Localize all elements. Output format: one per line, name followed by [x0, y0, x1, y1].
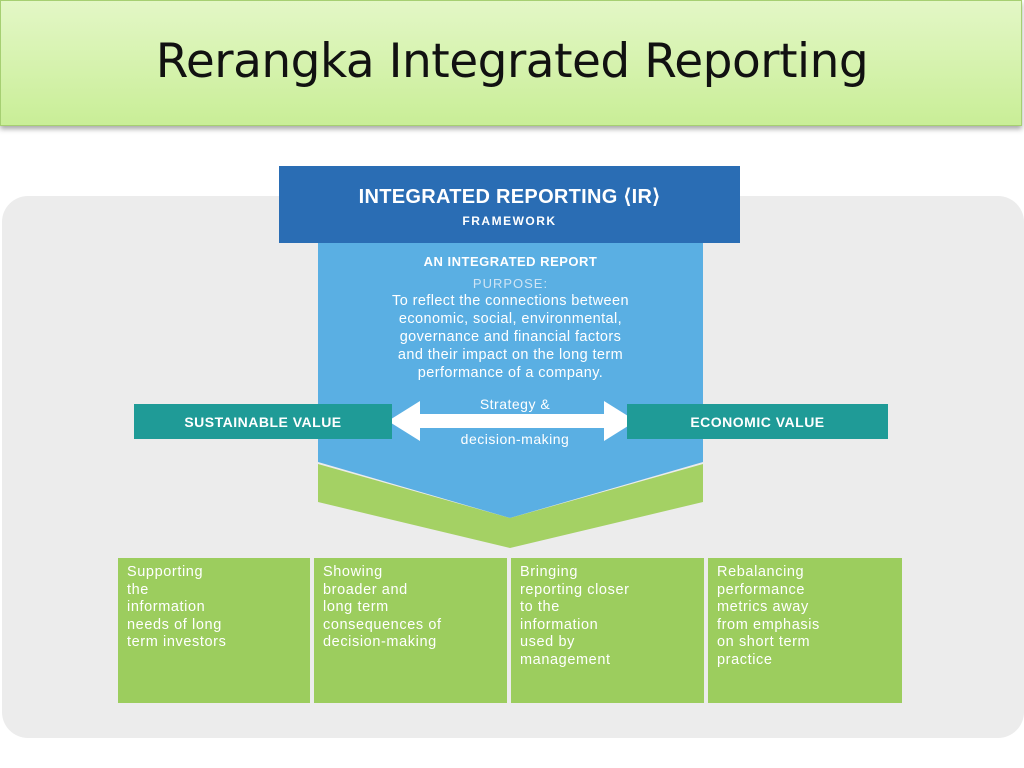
economic-value-bar: ECONOMIC VALUE	[627, 404, 888, 439]
green-chevron	[318, 464, 703, 548]
purpose-text: To reflect the connections between econo…	[318, 292, 703, 382]
purpose-line: governance and financial factors	[399, 329, 622, 345]
purpose-line: economic, social, environmental,	[398, 311, 623, 327]
purpose-line: and their impact on the long term	[397, 347, 624, 363]
purpose-line: performance of a company.	[417, 365, 604, 381]
purpose-line: To reflect the connections between	[392, 293, 629, 309]
outcome-box-consequences: Showing broader and long term consequenc…	[314, 558, 507, 703]
report-body-shape	[318, 243, 703, 518]
outcome-text: Rebalancing performance metrics away fro…	[717, 564, 820, 668]
framework-header: INTEGRATED REPORTING ⟨IR⟩ FRAMEWORK	[279, 166, 740, 243]
outcome-box-metrics: Rebalancing performance metrics away fro…	[708, 558, 902, 703]
framework-title: INTEGRATED REPORTING ⟨IR⟩	[358, 186, 661, 208]
report-heading: AN INTEGRATED REPORT	[423, 254, 598, 269]
slide-title: Rerangka Integrated Reporting	[155, 34, 869, 89]
outcome-text: Bringing reporting closer to the informa…	[520, 564, 630, 668]
outcome-text: Supporting the information needs of long…	[127, 564, 227, 651]
strategy-label: Strategy &	[479, 396, 551, 412]
double-arrow	[388, 401, 636, 441]
decision-making-label: decision-making	[460, 431, 570, 447]
purpose-label: PURPOSE:	[472, 276, 549, 291]
framework-subtitle: FRAMEWORK	[462, 214, 557, 228]
outcome-box-investors: Supporting the information needs of long…	[118, 558, 310, 703]
outcome-text: Showing broader and long term consequenc…	[323, 564, 442, 651]
title-bar	[0, 0, 1022, 126]
sustainable-value-bar: SUSTAINABLE VALUE	[134, 404, 392, 439]
outcome-box-management: Bringing reporting closer to the informa…	[511, 558, 704, 703]
